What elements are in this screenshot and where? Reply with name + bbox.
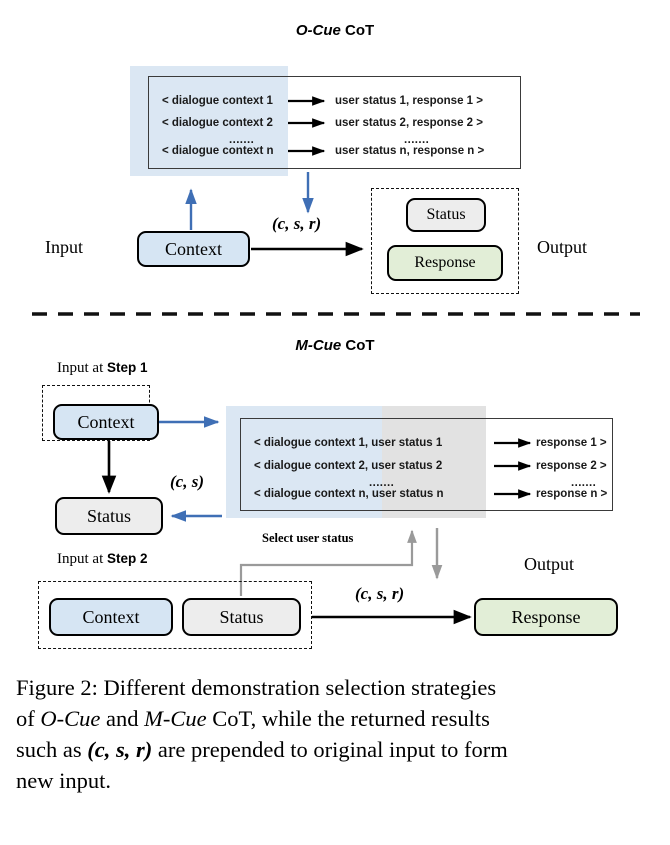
mcue-row-2-left: < dialogue context n, user status n bbox=[254, 488, 444, 500]
ocue-row-2-right: user status n, response n > bbox=[335, 145, 485, 157]
select-user-status-label: Select user status bbox=[262, 531, 354, 545]
ocue-row-1-right: user status 2, response 2 > bbox=[335, 117, 483, 129]
caption-l3-a: such as bbox=[16, 737, 88, 762]
mcue-context-node-step1[interactable]: Context bbox=[53, 404, 159, 440]
caption-l3-c: are prepended to original input to form bbox=[152, 737, 508, 762]
ocue-context-highlight bbox=[130, 66, 288, 176]
mcue-context-highlight bbox=[226, 406, 382, 518]
caption-l2-a: of bbox=[16, 706, 41, 731]
mcue-row-1-right: response 2 > bbox=[536, 460, 607, 472]
ocue-ellipsis-left: ....... bbox=[229, 134, 255, 146]
mcue-tuple-csr: (c, s, r) bbox=[355, 584, 405, 603]
mcue-context-node-step2[interactable]: Context bbox=[49, 598, 173, 636]
mcue-step1-label-prefix: Input at bbox=[57, 360, 107, 376]
mcue-step2-input-group bbox=[38, 581, 312, 649]
ocue-row-0-right: user status 1, response 1 > bbox=[335, 95, 483, 107]
mcue-output-label: Output bbox=[524, 554, 575, 574]
mcue-step1-label: Input at Step 1 bbox=[57, 360, 148, 377]
mcue-step1-label-strong: Step 1 bbox=[107, 360, 148, 375]
mcue-response-node[interactable]: Response bbox=[474, 598, 618, 636]
caption-line-2: of O-Cue and M-Cue CoT, while the return… bbox=[16, 703, 658, 734]
ocue-row-0-left: < dialogue context 1 bbox=[162, 95, 273, 107]
ocue-title-italic: O-Cue bbox=[295, 22, 341, 39]
mcue-status-highlight bbox=[382, 406, 486, 518]
mcue-row-1-left: < dialogue context 2, user status 2 bbox=[254, 460, 443, 472]
mcue-title-italic: M-Cue bbox=[295, 337, 342, 354]
ocue-tuple-csr: (c, s, r) bbox=[272, 214, 322, 233]
mcue-section-title: M-Cue CoT bbox=[235, 337, 435, 354]
ocue-row-1-left: < dialogue context 2 bbox=[162, 117, 273, 129]
ocue-ellipsis-right: ....... bbox=[404, 134, 430, 146]
ocue-output-label: Output bbox=[537, 237, 588, 257]
caption-line-3: such as (c, s, r) are prepended to origi… bbox=[16, 734, 658, 765]
mcue-demonstration-box: < dialogue context 1, user status 1 resp… bbox=[240, 418, 613, 511]
mcue-title-rest: CoT bbox=[341, 337, 375, 354]
ocue-demonstration-box: < dialogue context 1 user status 1, resp… bbox=[148, 76, 521, 169]
mcue-ellipsis-left: ....... bbox=[369, 477, 395, 489]
caption-line-1: Figure 2: Different demonstration select… bbox=[16, 675, 497, 700]
caption-line-4: new input. bbox=[16, 768, 111, 793]
mcue-step2-label-strong: Step 2 bbox=[107, 551, 148, 566]
ocue-output-group bbox=[371, 188, 519, 294]
caption-l2-mcue: M-Cue bbox=[144, 706, 207, 731]
mcue-row-0-left: < dialogue context 1, user status 1 bbox=[254, 437, 443, 449]
ocue-input-label: Input bbox=[45, 237, 83, 257]
caption-l2-ocue: O-Cue bbox=[40, 706, 101, 731]
mcue-status-node-step1[interactable]: Status bbox=[55, 497, 163, 535]
mcue-step2-label: Input at Step 2 bbox=[57, 551, 148, 568]
mcue-row-2-right: response n > bbox=[536, 488, 608, 500]
ocue-status-node[interactable]: Status bbox=[406, 198, 486, 232]
ocue-row-2-left: < dialogue context n bbox=[162, 145, 274, 157]
mcue-tuple-cs: (c, s) bbox=[170, 472, 204, 491]
caption-l2-c: and bbox=[100, 706, 145, 731]
ocue-section-title: O-Cue CoT bbox=[235, 22, 435, 39]
mcue-row-0-right: response 1 > bbox=[536, 437, 607, 449]
caption-l3-tuple: (c, s, r) bbox=[87, 737, 153, 762]
mcue-status-node-step2[interactable]: Status bbox=[182, 598, 301, 636]
figure-caption: Figure 2: Different demonstration select… bbox=[16, 672, 658, 796]
caption-l2-e: CoT, while the returned results bbox=[206, 706, 490, 731]
mcue-step2-label-prefix: Input at bbox=[57, 551, 107, 567]
ocue-response-node[interactable]: Response bbox=[387, 245, 503, 281]
ocue-title-rest: CoT bbox=[340, 22, 375, 39]
ocue-context-node[interactable]: Context bbox=[137, 231, 250, 267]
mcue-ellipsis-right: ....... bbox=[571, 477, 597, 489]
